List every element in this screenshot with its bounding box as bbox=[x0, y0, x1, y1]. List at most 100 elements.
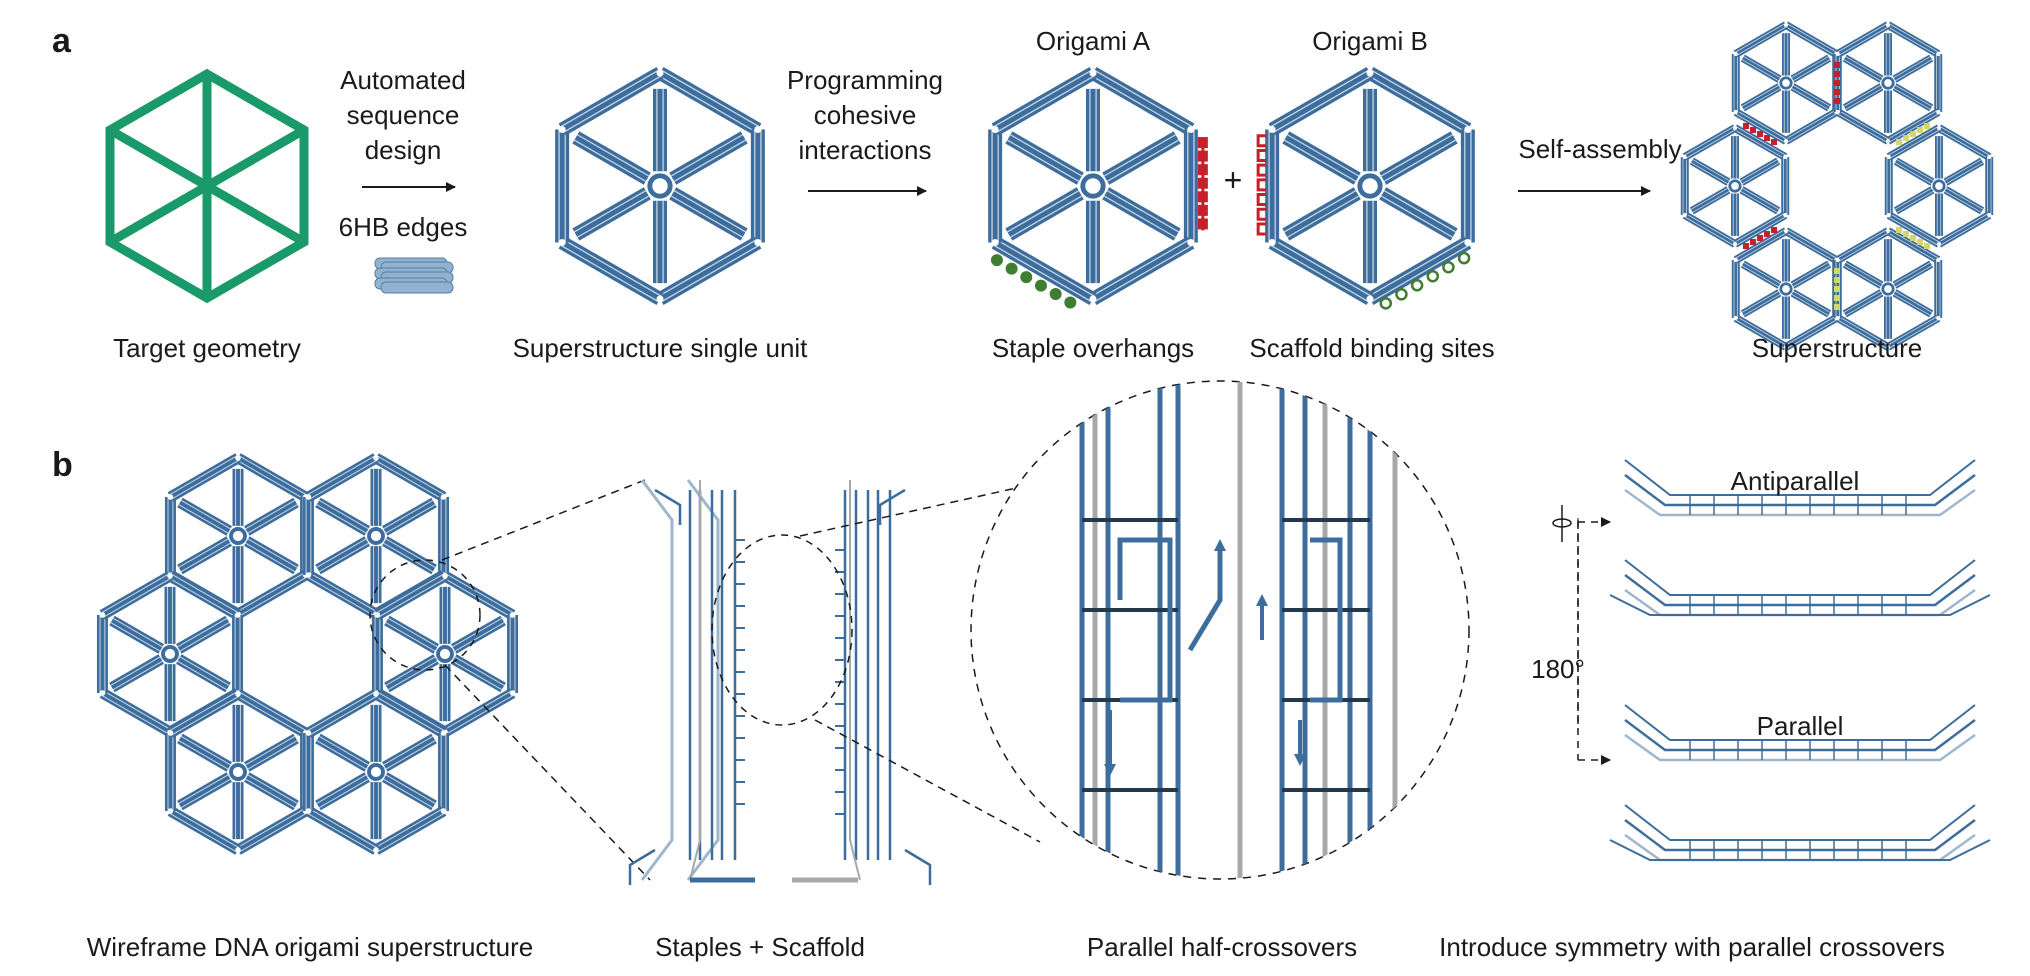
vertex bbox=[1682, 213, 1687, 217]
spoke-edge bbox=[1935, 136, 1943, 179]
spoke-edge bbox=[1379, 187, 1458, 241]
spoke-edge bbox=[244, 536, 299, 575]
vertex bbox=[1886, 229, 1890, 233]
antiparallel-crossover-diagram bbox=[1609, 459, 1991, 617]
spoke-edge bbox=[315, 497, 370, 536]
cohesive-interaction bbox=[1750, 127, 1756, 133]
spoke-edge bbox=[232, 468, 244, 526]
outer-edge bbox=[235, 570, 309, 619]
center-vertex bbox=[436, 645, 454, 663]
spoke-edge bbox=[1884, 239, 1892, 282]
center-vertex bbox=[1728, 179, 1742, 193]
spoke-edge bbox=[1005, 131, 1084, 185]
center-vertex bbox=[1357, 173, 1383, 199]
cohesive-interaction bbox=[1743, 123, 1749, 129]
binding-dot bbox=[1034, 279, 1047, 292]
outer-edge bbox=[1733, 124, 1788, 161]
half-crossover-detail bbox=[1079, 381, 1398, 879]
vertex bbox=[1187, 126, 1195, 133]
vertex bbox=[1835, 52, 1840, 56]
outer-edge bbox=[991, 66, 1097, 136]
spoke-edge bbox=[177, 536, 232, 575]
spoke-edge bbox=[1884, 90, 1892, 133]
outer-edge bbox=[1682, 124, 1737, 161]
outer-edge bbox=[1731, 54, 1740, 112]
branch-strand bbox=[904, 848, 932, 885]
spoke-edge bbox=[232, 782, 244, 840]
spoke-edge bbox=[451, 615, 506, 654]
outer-edge bbox=[1366, 236, 1472, 306]
outer-edge bbox=[99, 688, 173, 737]
target-spoke bbox=[204, 182, 307, 246]
spoke-edge bbox=[1282, 187, 1361, 241]
single-unit-caption: Superstructure single unit bbox=[513, 333, 809, 363]
scaffold-path bbox=[686, 479, 720, 881]
staple-overhangs-caption: Staple overhangs bbox=[992, 333, 1194, 363]
outer-edge bbox=[164, 733, 176, 811]
cohesive-interaction bbox=[1750, 239, 1756, 245]
spoke-edge bbox=[1739, 186, 1781, 215]
target-geometry bbox=[105, 68, 309, 304]
center-vertex bbox=[229, 763, 247, 781]
spoke-edge bbox=[177, 497, 232, 536]
vertex bbox=[1366, 295, 1374, 303]
binding-dot bbox=[1020, 271, 1033, 284]
cohesive-interaction bbox=[1771, 227, 1777, 233]
outer-edge bbox=[991, 236, 1097, 306]
rotation-arrow-icon bbox=[1552, 518, 1572, 528]
spoke-edge bbox=[669, 187, 748, 241]
origami-a-title: Origami A bbox=[1036, 26, 1151, 56]
vertex bbox=[442, 573, 448, 579]
spoke-edge bbox=[653, 200, 667, 284]
branch-strand bbox=[628, 848, 656, 885]
outer-edge bbox=[1886, 108, 1941, 145]
vertex bbox=[991, 126, 999, 133]
vertex bbox=[374, 612, 381, 618]
step2-line2: cohesive bbox=[814, 100, 917, 130]
zoom-line-bottom bbox=[444, 664, 651, 881]
wireframe-caption: Wireframe DNA origami superstructure bbox=[87, 932, 533, 962]
origami-b bbox=[1256, 66, 1475, 310]
origami-b-title: Origami B bbox=[1312, 26, 1428, 56]
vertex bbox=[1886, 213, 1891, 217]
center-vertex bbox=[1881, 282, 1895, 296]
outer-edge bbox=[438, 733, 450, 811]
spoke-edge bbox=[1935, 193, 1943, 236]
spoke-edge bbox=[1893, 186, 1935, 215]
branch-strand bbox=[878, 488, 906, 525]
binding-site-ring bbox=[1395, 288, 1408, 301]
spoke-edge bbox=[109, 654, 164, 693]
outer-edge bbox=[167, 806, 241, 855]
scaffold-binding-bracket bbox=[1256, 148, 1267, 162]
duplex-strand bbox=[1624, 459, 1976, 496]
vertex bbox=[373, 691, 379, 697]
binding-site-ring bbox=[1442, 260, 1455, 274]
outer-edge bbox=[442, 688, 516, 737]
branch-strand bbox=[654, 488, 682, 525]
spoke-edge bbox=[1782, 33, 1790, 76]
outer-edge bbox=[1265, 129, 1280, 243]
vertex bbox=[1937, 242, 1941, 246]
spoke-edge bbox=[1782, 296, 1790, 339]
strands-caption: Staples + Scaffold bbox=[655, 932, 865, 962]
outer-edge bbox=[1784, 21, 1839, 58]
spoke-edge bbox=[1731, 136, 1739, 179]
outer-edge bbox=[507, 615, 519, 693]
scaffold-binding-bracket bbox=[1256, 163, 1267, 177]
spoke-edge bbox=[1740, 54, 1782, 83]
vertex bbox=[754, 126, 762, 133]
cohesive-interaction bbox=[1834, 89, 1840, 95]
outer-edge bbox=[302, 733, 314, 811]
spoke-edge bbox=[1790, 289, 1832, 318]
outer-edge bbox=[167, 689, 241, 738]
outer-edge bbox=[1835, 21, 1890, 58]
vertex bbox=[234, 612, 241, 618]
spoke-edge bbox=[1943, 186, 1985, 215]
panel-label-a: a bbox=[52, 22, 72, 60]
vertex bbox=[440, 494, 447, 500]
vertex bbox=[1089, 69, 1097, 77]
spoke-edge bbox=[315, 536, 370, 575]
spoke-edge bbox=[439, 664, 451, 722]
vertex bbox=[1784, 23, 1788, 27]
vertex bbox=[1835, 258, 1840, 262]
